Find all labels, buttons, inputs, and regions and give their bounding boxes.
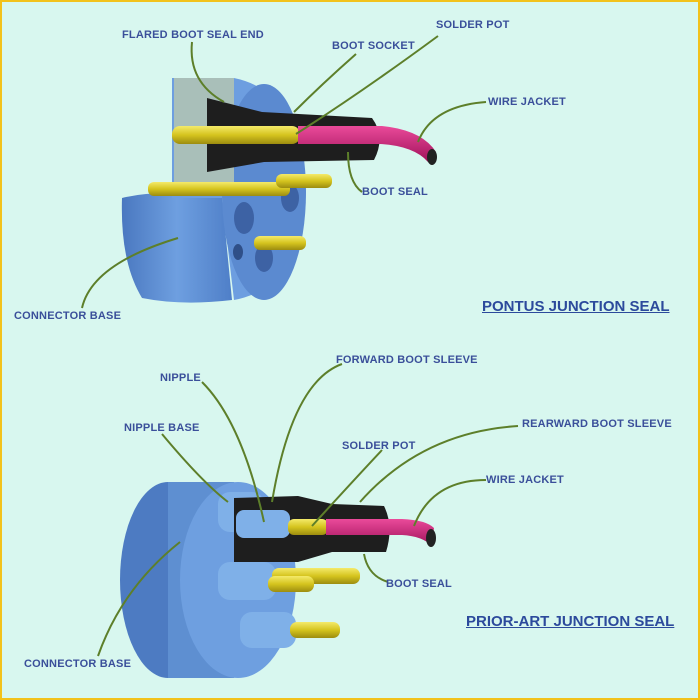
leader-boot-seal <box>347 151 363 193</box>
pontus-pin <box>254 236 306 250</box>
label-wire-jacket-bottom: WIRE JACKET <box>486 474 564 486</box>
label-boot-seal-bottom: BOOT SEAL <box>386 578 452 590</box>
pontus-hole <box>233 244 243 260</box>
leader-nipple <box>201 381 265 523</box>
label-solder-pot: SOLDER POT <box>436 19 510 31</box>
leader-boot-socket <box>293 53 357 113</box>
prior-nipple-base <box>218 562 276 600</box>
leader-connector-base <box>97 541 181 657</box>
leader-solder-pot <box>295 35 439 135</box>
pontus-connector-base <box>121 193 232 303</box>
pontus-pin <box>172 126 300 144</box>
leader-rearward-boot-sleeve <box>359 425 519 503</box>
title-prior-art-junction-seal: PRIOR-ART JUNCTION SEAL <box>466 613 675 630</box>
prior-pin <box>290 622 340 638</box>
prior-pin <box>268 576 314 592</box>
prior-wire-jacket <box>326 519 434 546</box>
label-boot-seal: BOOT SEAL <box>362 186 428 198</box>
prior-wire-end <box>426 529 436 547</box>
label-connector-base-bottom: CONNECTOR BASE <box>24 658 132 670</box>
label-boot-socket: BOOT SOCKET <box>332 40 415 52</box>
title-pontus-junction-seal: PONTUS JUNCTION SEAL <box>482 298 670 315</box>
leader-solder-pot <box>311 449 383 527</box>
leader-boot-seal <box>363 553 389 583</box>
prior-nipple-base <box>240 612 296 648</box>
pontus-hole <box>234 202 254 234</box>
pontus-wire-end <box>427 149 437 165</box>
prior-art-leaders <box>97 363 519 657</box>
prior-pin <box>288 519 328 535</box>
pontus-pin <box>276 174 332 188</box>
label-connector-base: CONNECTOR BASE <box>14 310 122 322</box>
label-nipple-base: NIPPLE BASE <box>124 422 200 434</box>
leader-nipple-base <box>161 433 229 503</box>
label-solder-pot-bottom: SOLDER POT <box>342 440 416 452</box>
label-forward-boot-sleeve: FORWARD BOOT SLEEVE <box>336 354 478 366</box>
leader-flared-boot-seal-end <box>190 41 225 103</box>
pontus-hole <box>255 244 273 272</box>
label-wire-jacket: WIRE JACKET <box>488 96 566 108</box>
pontus-wire-jacket <box>298 126 436 162</box>
leader-wire-jacket <box>413 479 487 527</box>
prior-nipple <box>236 510 290 538</box>
label-nipple: NIPPLE <box>160 372 201 384</box>
prior-art-assembly <box>120 482 436 678</box>
pontus-pin <box>148 182 290 196</box>
pontus-leaders <box>81 35 487 309</box>
leader-connector-base <box>81 237 179 309</box>
leader-wire-jacket <box>417 101 487 143</box>
leader-forward-boot-sleeve <box>271 363 343 503</box>
label-flared-boot-seal-end: FLARED BOOT SEAL END <box>122 29 264 41</box>
label-rearward-boot-sleeve: REARWARD BOOT SLEEVE <box>522 418 672 430</box>
pontus-assembly <box>121 78 437 303</box>
